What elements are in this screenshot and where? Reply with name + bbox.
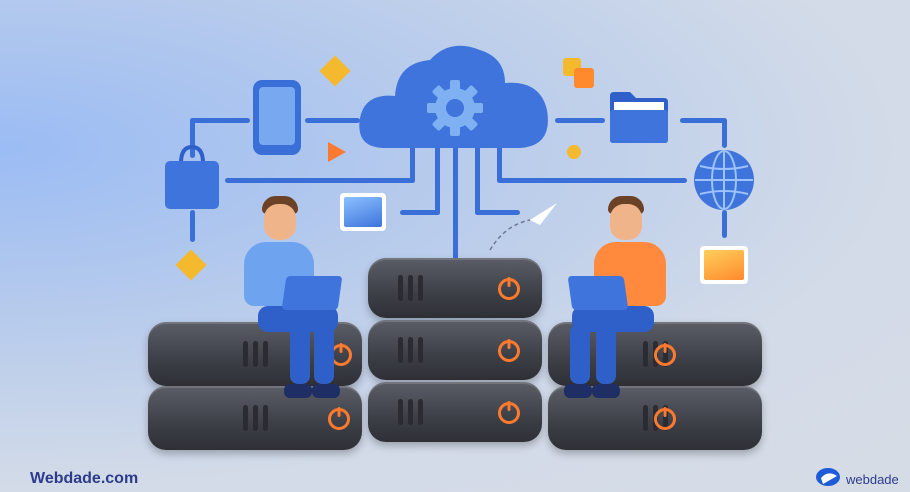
shopping-bag-icon xyxy=(165,144,219,209)
connector-line xyxy=(497,178,687,183)
connector-line xyxy=(190,118,195,158)
connector-line xyxy=(453,140,458,260)
connector-line xyxy=(435,140,440,215)
brand-text-left: Webdade.com xyxy=(30,470,139,487)
smartphone-icon xyxy=(253,80,301,155)
connector-line xyxy=(190,210,195,242)
cloud-gear-icon xyxy=(359,45,548,148)
laptop-icon xyxy=(281,276,343,310)
connector-line xyxy=(475,210,520,215)
person-right xyxy=(560,196,670,411)
globe-icon xyxy=(694,150,754,210)
connector-line xyxy=(400,210,440,215)
paper-plane-icon xyxy=(489,203,557,251)
image-icon xyxy=(700,246,748,284)
connector-line xyxy=(555,118,605,123)
connector-line xyxy=(680,118,725,123)
connector-line xyxy=(410,140,415,183)
connector-line xyxy=(190,118,250,123)
power-icon xyxy=(498,402,520,424)
laptop-icon xyxy=(567,276,629,310)
connector-line xyxy=(497,140,502,183)
connector-line xyxy=(722,118,727,148)
webdade-logo-icon xyxy=(816,468,840,486)
square-shape-icon xyxy=(574,68,594,88)
person-left xyxy=(240,196,350,411)
power-icon xyxy=(498,278,520,300)
image-icon xyxy=(340,193,386,231)
play-icon xyxy=(328,142,346,162)
power-icon xyxy=(654,408,676,430)
server-unit xyxy=(368,320,542,380)
connector-line xyxy=(305,118,360,123)
connector-line xyxy=(475,140,480,215)
folder-icon xyxy=(610,92,668,143)
server-unit xyxy=(368,382,542,442)
power-icon xyxy=(498,340,520,362)
server-unit xyxy=(368,258,542,318)
connector-line xyxy=(722,210,727,238)
brand-text-right: webdade xyxy=(846,472,899,487)
diamond-icon xyxy=(175,249,207,281)
diamond-icon xyxy=(319,55,351,87)
power-icon xyxy=(654,344,676,366)
power-icon xyxy=(328,408,350,430)
connector-line xyxy=(225,178,415,183)
dot-icon xyxy=(567,145,581,159)
